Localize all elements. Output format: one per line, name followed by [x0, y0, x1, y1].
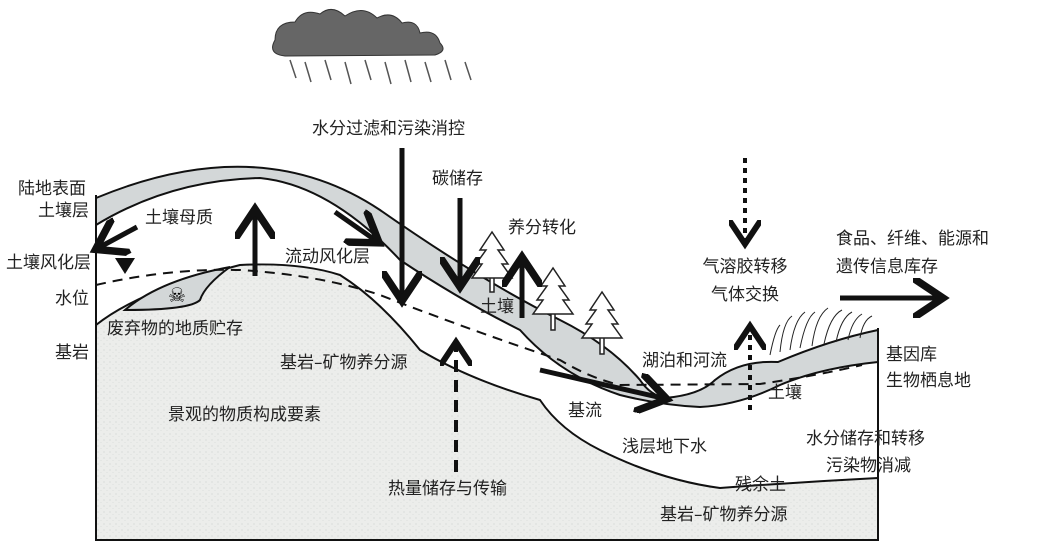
label-water-filter: 水分过滤和污染消控: [312, 119, 465, 139]
frame: [95, 195, 879, 541]
label-gas: 气体交换: [711, 285, 779, 305]
rain-cloud-icon: [272, 9, 472, 85]
skull-icon: ☠: [168, 283, 186, 307]
label-pollutant: 污染物消减: [826, 456, 911, 476]
label-food-2: 遗传信息库存: [836, 257, 938, 277]
label-aerosol: 气溶胶转移: [702, 257, 788, 277]
label-soil-layer: 土壤层: [38, 201, 89, 221]
label-shallow-groundwater: 浅层地下水: [622, 437, 707, 457]
label-nutrient-transform: 养分转化: [508, 218, 576, 238]
arrow-soil-weathering: [100, 227, 139, 247]
label-heat: 热量储存与传输: [388, 479, 507, 499]
label-parent-material: 土壤母质: [145, 208, 213, 228]
water-table-line: [95, 268, 863, 387]
arrow-baseflow: [539, 367, 662, 398]
label-water-storage: 水分储存和转移: [806, 429, 925, 449]
arrow-slope: [333, 212, 375, 240]
water-level-triangle-icon: [115, 258, 135, 274]
label-bedrock-nutrient-2: 基岩–矿物养分源: [660, 505, 788, 525]
label-soil-right: 土壤: [768, 383, 802, 403]
label-residual-soil: 残余土: [735, 475, 786, 495]
label-carbon-storage: 碳储存: [432, 169, 483, 189]
label-habitat: 生物栖息地: [886, 371, 971, 391]
label-land-surface: 陆地表面: [18, 179, 86, 199]
label-bedrock-nutrient-1: 基岩–矿物养分源: [280, 353, 408, 373]
label-food-1: 食品、纤维、能源和: [836, 229, 989, 249]
bedrock: [95, 263, 879, 541]
tree-icon: [470, 230, 624, 355]
label-landscape: 景观的物质构成要素: [168, 405, 321, 425]
label-water-level: 水位: [55, 289, 89, 309]
waste-pocket: [122, 266, 231, 312]
label-soil-weathering: 土壤风化层: [6, 253, 91, 273]
label-bedrock: 基岩: [55, 343, 89, 363]
flow-arrows: [100, 148, 938, 398]
label-waste-storage: 废弃物的地质贮存: [107, 319, 243, 339]
label-baseflow: 基流: [568, 401, 602, 421]
grass-icon: [769, 307, 873, 356]
label-lakes-rivers: 湖泊和河流: [642, 351, 727, 371]
label-mobile-weathering: 流动风化层: [285, 247, 370, 267]
label-gene-bank: 基因库: [886, 345, 937, 365]
label-soil-mid: 土壤: [480, 297, 514, 317]
